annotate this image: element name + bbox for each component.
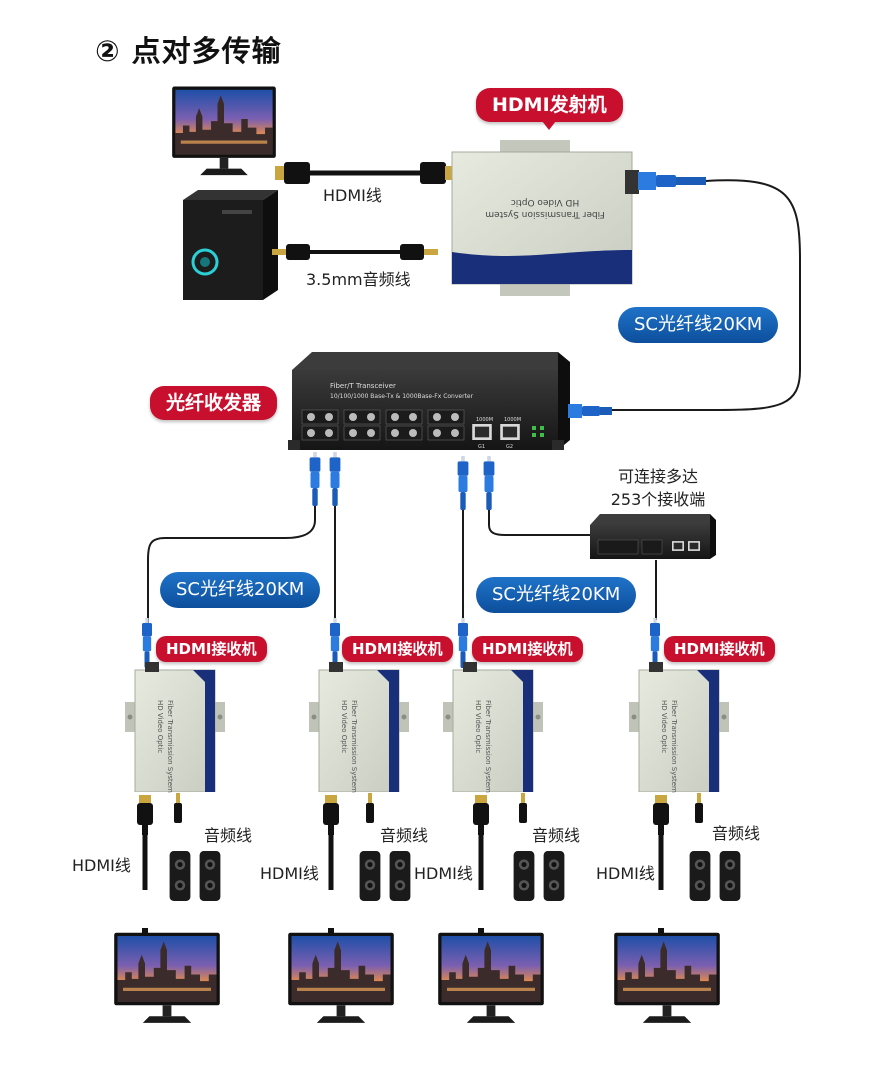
source-monitor xyxy=(172,86,276,176)
fiber-loop-right xyxy=(610,179,801,411)
audio-cable-top xyxy=(272,244,438,260)
sc-slot xyxy=(343,425,381,441)
label-hdmi-cable-1: HDMI线 xyxy=(72,856,131,875)
label-hdmi-receiver-4-text: HDMI接收机 xyxy=(674,640,765,658)
sc-slot xyxy=(385,425,423,441)
port-g1: G1 xyxy=(478,444,485,450)
sc-connector-tx xyxy=(638,172,706,190)
hdmi-transmitter-box: HD Video Optic Fiber Transmission System xyxy=(451,140,639,296)
label-hdmi-receiver-2: HDMI接收机 xyxy=(342,636,453,662)
bottom-cables-4 xyxy=(653,793,741,968)
sc-slot xyxy=(301,425,339,441)
label-hdmi-transmitter: HDMI发射机 xyxy=(476,88,623,130)
label-multi-note-1: 可连接多达 xyxy=(617,467,698,486)
bottom-cables-1 xyxy=(137,793,221,968)
bottom-cables-3 xyxy=(473,793,565,968)
rx-text-4a: HD Video Optic xyxy=(660,700,668,753)
label-hdmi-cable-2: HDMI线 xyxy=(260,864,319,883)
sc-connector-rx-4 xyxy=(650,618,660,668)
receiver-monitor-3 xyxy=(438,932,544,1023)
pc-tower xyxy=(183,190,278,300)
sc-slot xyxy=(427,409,465,425)
label-hdmi-receiver-1-text: HDMI接收机 xyxy=(166,640,257,658)
label-fiber-sc-middle: SC光纤线20KM xyxy=(476,577,637,613)
label-hdmi-receiver-2-text: HDMI接收机 xyxy=(352,640,443,658)
sc-connector-rx-3 xyxy=(458,618,468,668)
label-fiber-transceiver-text: 光纤收发器 xyxy=(166,392,262,414)
hdmi-cable-top xyxy=(275,162,455,184)
label-fiber-sc-left: SC光纤线20KM xyxy=(160,572,321,608)
label-audio-cable-1: 音频线 xyxy=(204,826,253,845)
tx-text-2: Fiber Transmission System xyxy=(485,209,604,219)
receiver-monitor-2 xyxy=(288,932,394,1023)
label-audio-cable-4: 音频线 xyxy=(712,824,761,843)
transceiver-text-1: Fiber/T Transceiver xyxy=(330,382,396,390)
rx-text-1b: Fiber Transmission System xyxy=(166,700,174,793)
label-hdmi-transmitter-text: HDMI发射机 xyxy=(492,94,607,116)
label-hdmi-receiver-4: HDMI接收机 xyxy=(664,636,775,662)
tx-text-1: HD Video Optic xyxy=(511,197,579,207)
transceiver-text-2: 10/100/1000 Base-Tx & 1000Base-Fx Conver… xyxy=(330,393,474,400)
port-label-2: 1000M xyxy=(504,417,521,423)
label-hdmi-cable-4: HDMI线 xyxy=(596,864,655,883)
sc-connector-rx-2 xyxy=(330,618,340,668)
sc-slot xyxy=(385,409,423,425)
sc-connector-transceiver-in xyxy=(568,404,612,418)
label-fiber-transceiver: 光纤收发器 xyxy=(150,386,278,420)
label-fiber-sc-right: SC光纤线20KM xyxy=(618,307,779,343)
rx-text-2b: Fiber Transmission System xyxy=(350,700,358,793)
rx-text-1a: HD Video Optic xyxy=(156,700,164,753)
label-hdmi-cable-3: HDMI线 xyxy=(414,864,473,883)
sc-slot xyxy=(427,425,465,441)
rx-text-3b: Fiber Transmission System xyxy=(484,700,492,793)
label-hdmi-cable-top: HDMI线 xyxy=(323,186,382,205)
rx-text-4b: Fiber Transmission System xyxy=(670,700,678,793)
hdmi-receiver-box-1 xyxy=(124,662,226,792)
sc-connector-down-3 xyxy=(457,456,469,510)
rx-text-3a: HD Video Optic xyxy=(474,700,482,753)
port-g2: G2 xyxy=(506,444,513,450)
sc-slot xyxy=(301,409,339,425)
sc-connector-rx-1 xyxy=(142,618,152,668)
label-hdmi-receiver-1: HDMI接收机 xyxy=(156,636,267,662)
hdmi-receiver-box-4 xyxy=(628,662,730,792)
rx-text-2a: HD Video Optic xyxy=(340,700,348,753)
label-hdmi-receiver-3-text: HDMI接收机 xyxy=(482,640,573,658)
port-label-1: 1000M xyxy=(476,417,493,423)
page-title: ② 点对多传输 xyxy=(95,34,282,68)
receiver-monitor-1 xyxy=(114,932,220,1023)
sc-connector-down-4 xyxy=(483,456,495,510)
fiber-transceiver-main: Fiber/T Transceiver 10/100/1000 Base-Tx … xyxy=(288,352,570,450)
hdmi-receiver-box-3 xyxy=(442,662,544,792)
bottom-cables-2 xyxy=(323,793,411,968)
label-audio-cable-3: 音频线 xyxy=(532,826,581,845)
sc-connector-down-2 xyxy=(329,452,341,506)
fiber-transceiver-small xyxy=(590,514,716,559)
sc-connector-down-1 xyxy=(309,452,321,506)
label-audio-cable-top: 3.5mm音频线 xyxy=(306,270,411,289)
receiver-monitor-4 xyxy=(614,932,720,1023)
fiber-route-4 xyxy=(488,510,595,536)
label-pointer xyxy=(542,121,557,130)
label-multi-note-2: 253个接收端 xyxy=(610,490,706,509)
fiber-route-1 xyxy=(147,506,316,625)
hdmi-receiver-box-2 xyxy=(308,662,410,792)
label-audio-cable-2: 音频线 xyxy=(380,826,429,845)
label-hdmi-receiver-3: HDMI接收机 xyxy=(472,636,583,662)
sc-slot xyxy=(343,409,381,425)
